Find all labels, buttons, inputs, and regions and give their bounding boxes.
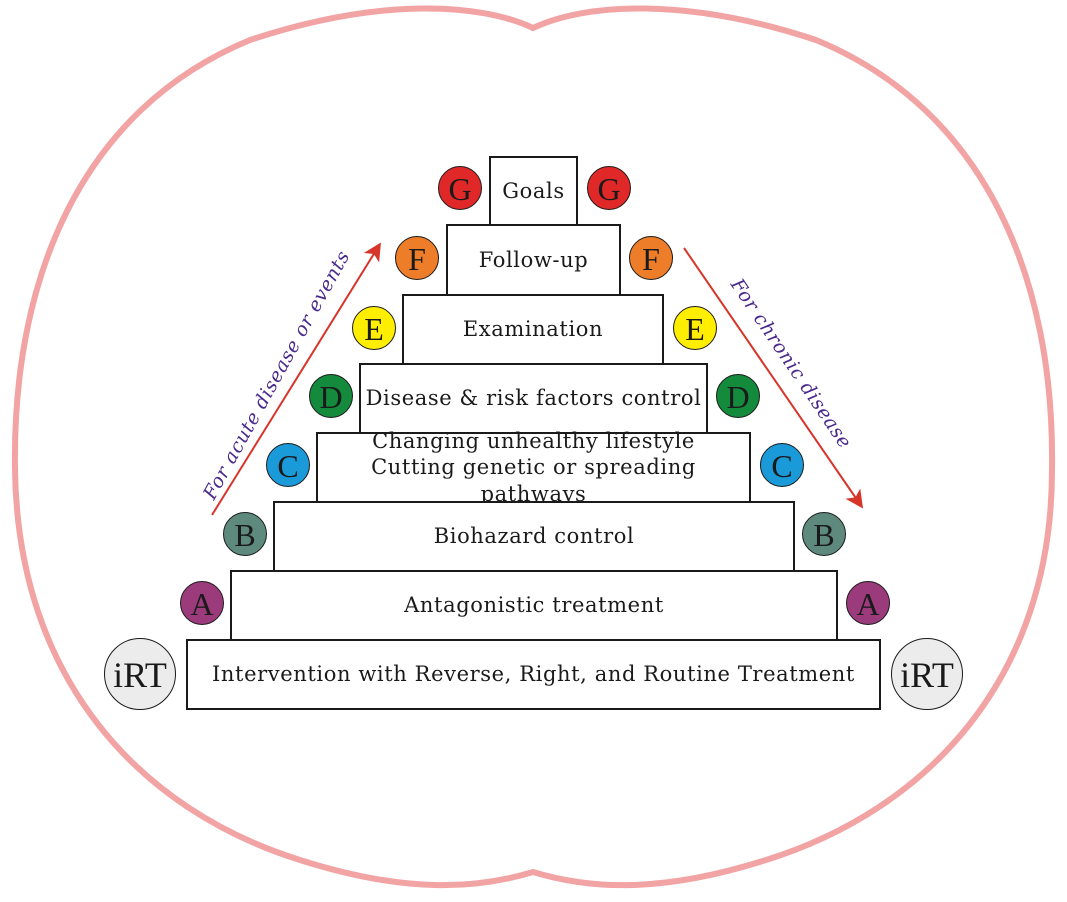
step-lifestyle: Changing unhealthy lifestyle Cutting gen… xyxy=(316,429,751,506)
badge-f-left-letter: F xyxy=(408,241,426,277)
badge-a-left: A xyxy=(180,581,224,625)
badge-g-right-letter: G xyxy=(597,171,621,207)
badge-irt-right-label: iRT xyxy=(900,655,954,695)
badge-c-left: C xyxy=(266,443,310,487)
badge-b-right: B xyxy=(802,512,846,556)
badge-d-right-letter: D xyxy=(726,379,750,415)
step-intervention-label: Intervention with Reverse, Right, and Ro… xyxy=(212,662,855,687)
badge-e-left-letter: E xyxy=(364,311,384,347)
step-goals: Goals xyxy=(489,156,578,226)
badge-f-right-letter: F xyxy=(642,241,660,277)
chronic-label: For chronic disease xyxy=(725,274,856,453)
badge-e-left: E xyxy=(352,306,396,350)
badge-irt-left-label: iRT xyxy=(113,655,167,695)
step-antagonistic-label: Antagonistic treatment xyxy=(404,593,664,618)
badge-f-right: F xyxy=(629,236,673,280)
step-disease-control: Disease & risk factors control xyxy=(359,363,708,434)
badge-d-right: D xyxy=(716,374,760,418)
acute-arrow xyxy=(211,242,381,516)
badge-b-right-letter: B xyxy=(813,517,835,553)
badge-c-right: C xyxy=(760,443,804,487)
step-follow-up: Follow-up xyxy=(446,224,621,296)
badge-irt-right: iRT xyxy=(891,638,963,710)
badge-d-left: D xyxy=(309,374,353,418)
step-follow-up-label: Follow-up xyxy=(478,247,589,272)
step-examination: Examination xyxy=(402,294,664,365)
step-biohazard: Biohazard control xyxy=(273,501,795,572)
step-biohazard-label: Biohazard control xyxy=(433,524,635,549)
step-goals-label: Goals xyxy=(502,178,565,203)
badge-c-left-letter: C xyxy=(277,448,299,484)
badge-irt-left: iRT xyxy=(104,638,176,710)
badge-e-right: E xyxy=(673,306,717,350)
badge-b-left-letter: B xyxy=(234,517,256,553)
badge-g-right: G xyxy=(587,166,631,210)
step-lifestyle-line2: Cutting genetic or spreading pathways xyxy=(371,455,696,506)
badge-f-left: F xyxy=(395,236,439,280)
badge-c-right-letter: C xyxy=(771,448,793,484)
badge-a-right-letter: A xyxy=(856,586,880,622)
step-examination-label: Examination xyxy=(462,317,604,342)
badge-a-right: A xyxy=(846,581,890,625)
step-intervention: Intervention with Reverse, Right, and Ro… xyxy=(186,639,881,710)
step-disease-control-label: Disease & risk factors control xyxy=(365,386,702,411)
badge-e-right-letter: E xyxy=(685,311,705,347)
step-lifestyle-line1: Changing unhealthy lifestyle xyxy=(372,429,695,454)
chronic-arrow xyxy=(683,247,864,509)
step-antagonistic: Antagonistic treatment xyxy=(230,570,838,641)
badge-a-left-letter: A xyxy=(190,586,214,622)
badge-g-left: G xyxy=(438,166,482,210)
badge-d-left-letter: D xyxy=(319,379,343,415)
badge-b-left: B xyxy=(223,512,267,556)
rounded-outline xyxy=(11,5,1056,889)
badge-g-left-letter: G xyxy=(448,171,472,207)
